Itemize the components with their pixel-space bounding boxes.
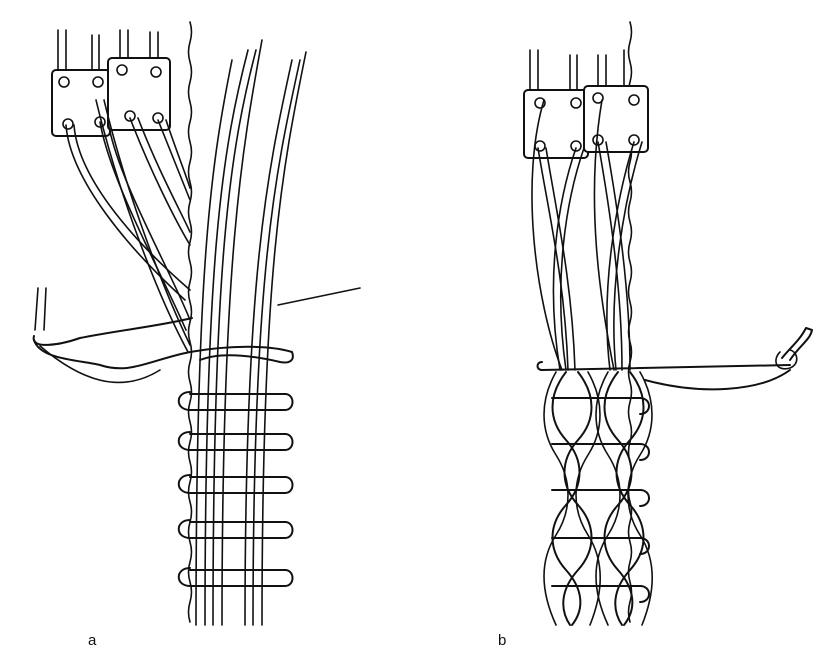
fabric-edge-a <box>189 22 192 622</box>
panel-label-b: b <box>498 632 506 649</box>
pointer-line-a <box>278 288 360 305</box>
twisted-cords-b <box>544 372 652 625</box>
panel-label-a: a <box>88 632 96 649</box>
panel-b-drawing <box>524 22 812 625</box>
weaving-tablet-b2 <box>584 86 648 152</box>
panel-a-drawing <box>34 22 360 625</box>
